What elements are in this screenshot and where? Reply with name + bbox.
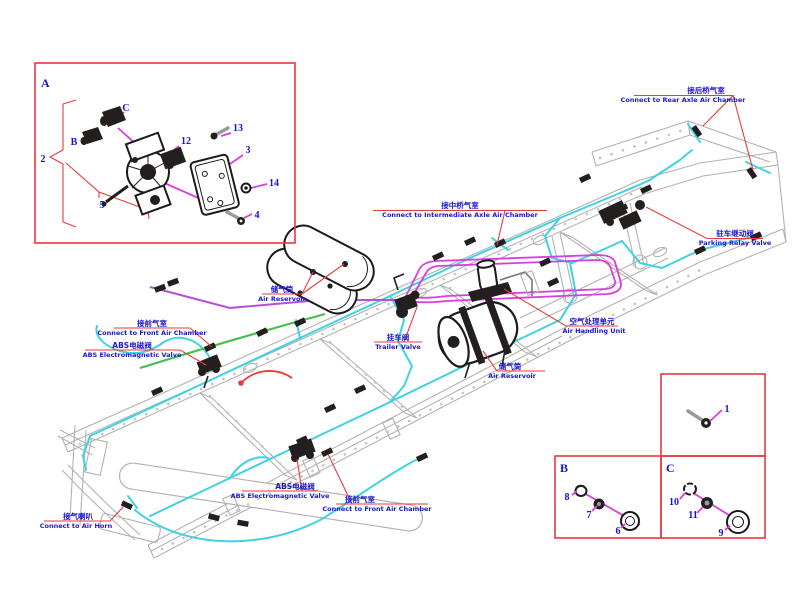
inset-b: B 8 7 6: [554, 455, 662, 539]
air-reservoir-twin: [266, 224, 375, 315]
callout-front-air-chamber-left-zh: 接前气室: [137, 318, 167, 328]
inset-a-frame: [34, 62, 296, 244]
callout-trailer-valve: 挂车阀 Trailer Valve: [374, 306, 422, 351]
abs-valve-bottom: [288, 438, 316, 462]
part-label-b: B: [71, 137, 78, 148]
callout-air-reservoir-lower: 储气筒 Air Reservoir: [482, 350, 545, 380]
callout-parking-relay-en: Parking Relay Valve: [699, 239, 772, 247]
callout-air-handling-unit: 空气处理单元 Air Handling Unit: [503, 288, 626, 335]
abs-valve-left: [196, 354, 222, 389]
part-label-9: 9: [719, 528, 724, 539]
part-label-6: 6: [616, 526, 621, 537]
inset-part1-frame: [660, 373, 766, 457]
inset-b-title: B: [560, 461, 568, 475]
callout-air-horn-en: Connect to Air Horn: [40, 522, 113, 530]
callout-air-reservoir-upper-en: Air Reservoir: [258, 295, 307, 303]
part-label-2: 2: [41, 154, 46, 165]
inset-c: C 10 11 9: [660, 455, 766, 539]
callout-air-horn: 接气喇叭 Connect to Air Horn: [40, 505, 125, 530]
part-label-10: 10: [669, 497, 679, 508]
callout-intermediate-axle-zh: 接中桥气室: [441, 200, 479, 210]
parking-relay-valve: [598, 200, 645, 230]
callout-air-reservoir-lower-zh: 储气筒: [499, 361, 522, 371]
callout-trailer-valve-zh: 挂车阀: [387, 332, 410, 342]
bracket-part5: [65, 162, 150, 220]
callout-air-reservoir-lower-en: Air Reservoir: [488, 372, 537, 380]
callout-rear-axle-zh: 接后桥气室: [687, 85, 725, 95]
callout-air-horn-zh: 接气喇叭: [63, 511, 93, 521]
part-label-7: 7: [587, 510, 592, 521]
inset-c-title: C: [666, 461, 675, 475]
callout-abs-valve-left-en: ABS Electromagnetic Valve: [83, 351, 182, 359]
air-handling-unit: [468, 259, 540, 302]
callout-air-handling-unit-zh: 空气处理单元: [570, 316, 615, 326]
callout-abs-valve-left: ABS电磁阀 ABS Electromagnetic Valve: [83, 340, 207, 366]
callout-intermediate-axle-en: Connect to Intermediate Axle Air Chamber: [382, 211, 538, 219]
air-lines-magenta: [149, 254, 622, 310]
inset-b-frame: [554, 455, 662, 539]
pipe-connectors: [120, 125, 763, 527]
part-label-12: 12: [181, 136, 191, 147]
callout-rear-axle: 接后桥气室 Connect to Rear Axle Air Chamber: [621, 85, 754, 171]
inset-a-title: A: [41, 76, 50, 90]
callout-front-air-chamber-bottom-zh: 接前气室: [345, 494, 375, 504]
callout-abs-valve-bottom: ABS电磁阀 ABS Electromagnetic Valve: [231, 458, 330, 500]
callout-front-air-chamber-bottom: 接前气室 Connect to Front Air Chamber: [322, 453, 432, 513]
part-label-11: 11: [688, 510, 697, 521]
callout-abs-valve-bottom-en: ABS Electromagnetic Valve: [231, 492, 330, 500]
air-lines-cyan: [82, 123, 771, 543]
bracket-part2: [48, 99, 77, 228]
inset-part1: 1: [660, 373, 766, 457]
inset-c-frame: [660, 455, 766, 539]
part-label-14: 14: [269, 178, 279, 189]
callout-trailer-valve-en: Trailer Valve: [375, 343, 421, 351]
inset-a: A: [34, 62, 296, 244]
part-label-4: 4: [255, 210, 260, 221]
callout-front-air-chamber-left-en: Connect to Front Air Chamber: [97, 329, 207, 337]
callout-front-air-chamber-left: 接前气室 Connect to Front Air Chamber: [97, 318, 213, 348]
callout-front-air-chamber-bottom-en: Connect to Front Air Chamber: [322, 505, 432, 513]
callout-air-reservoir-upper: 储气筒 Air Reservoir: [258, 263, 345, 303]
callout-abs-valve-left-zh: ABS电磁阀: [112, 340, 151, 350]
trailer-valve: [393, 273, 420, 318]
air-reservoir-main: [437, 296, 519, 379]
callout-abs-valve-bottom-zh: ABS电磁阀: [275, 481, 314, 491]
inset-a-valve-assembly: [80, 106, 252, 225]
part-label-c: C: [122, 103, 129, 114]
callout-rear-axle-en: Connect to Rear Axle Air Chamber: [621, 96, 747, 104]
callout-parking-relay: 驻车继动阀 Parking Relay Valve: [645, 206, 772, 247]
part-label-13: 13: [233, 123, 243, 134]
part-label-3: 3: [246, 145, 251, 156]
red-hose: [238, 370, 293, 386]
callout-parking-relay-zh: 驻车继动阀: [716, 228, 754, 238]
callout-intermediate-axle: 接中桥气室 Connect to Intermediate Axle Air C…: [373, 200, 547, 246]
part-label-8: 8: [565, 492, 570, 503]
callout-air-reservoir-upper-zh: 储气筒: [271, 284, 294, 294]
part-label-5: 5: [100, 200, 105, 211]
part-label-1: 1: [725, 404, 730, 415]
callout-air-handling-unit-en: Air Handling Unit: [562, 327, 625, 335]
